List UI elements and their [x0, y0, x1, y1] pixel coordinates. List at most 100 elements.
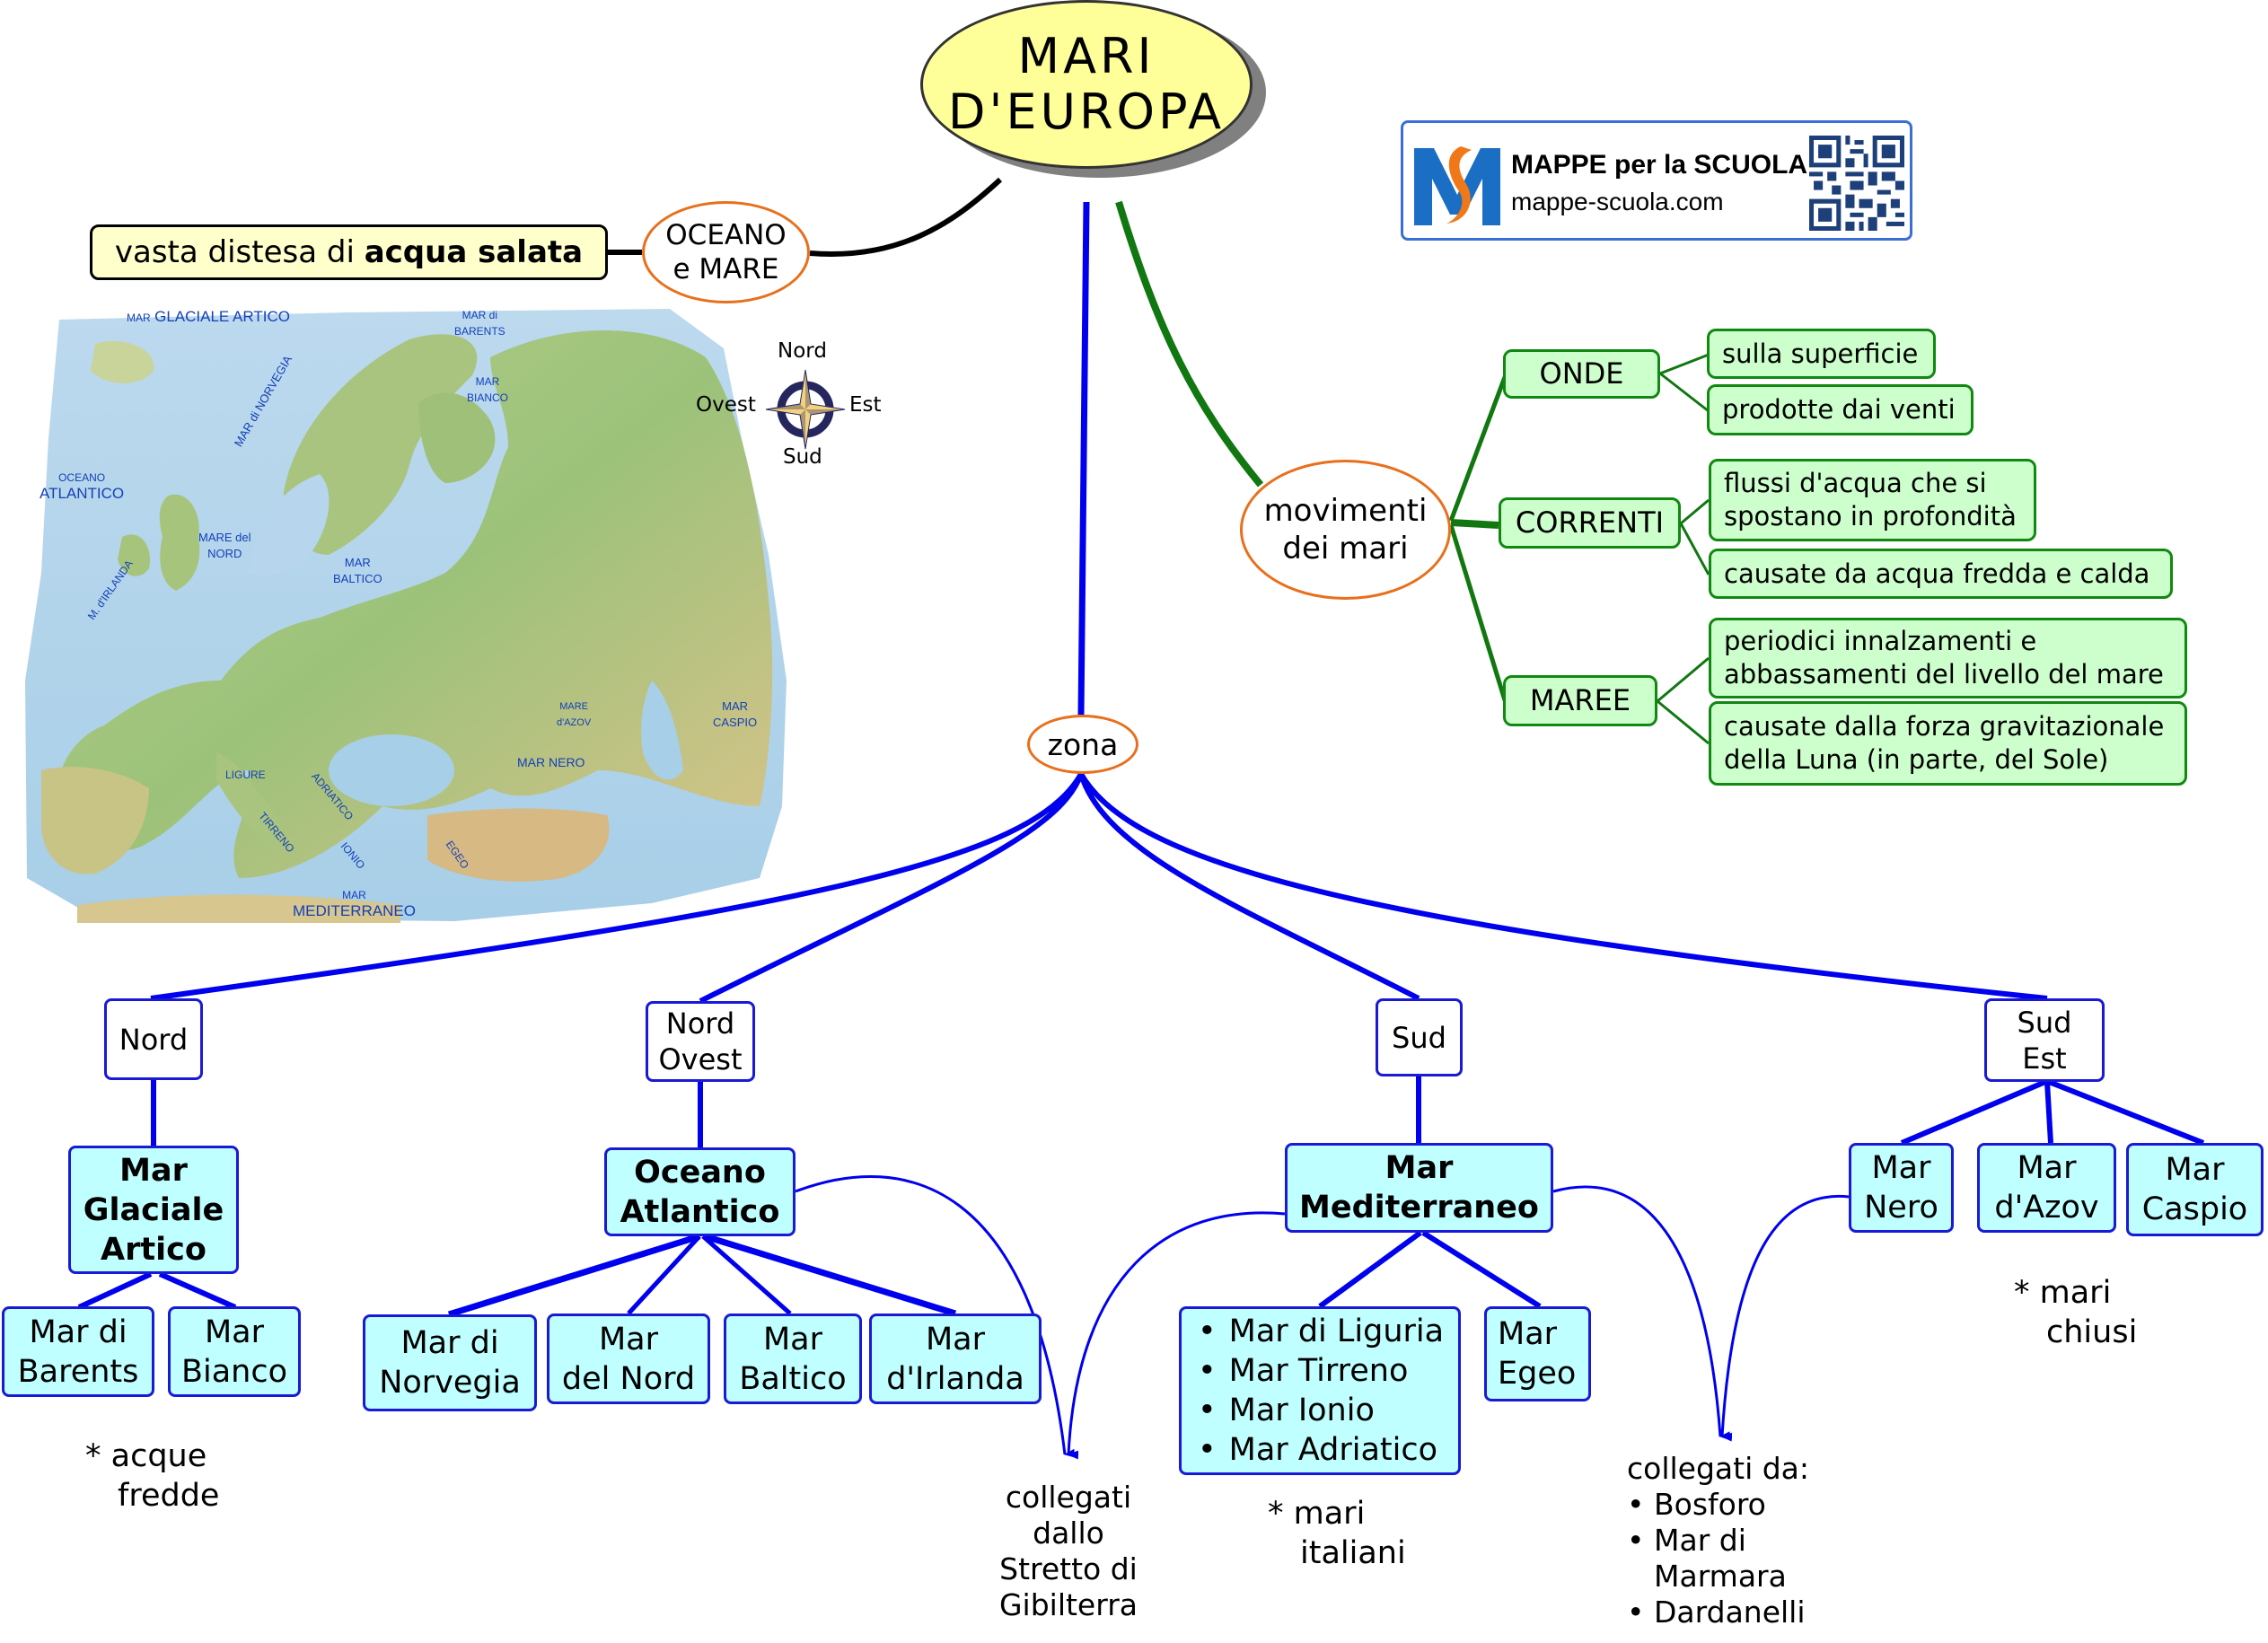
title-line-1: MARI — [1017, 28, 1156, 84]
compass-east-label: Est — [849, 393, 882, 417]
link-atlantico-nord — [627, 1234, 701, 1315]
title-line-2: D'EUROPA — [947, 83, 1226, 140]
link-movimenti-onde — [1448, 376, 1508, 522]
compass-west-label: Ovest — [696, 393, 756, 417]
link-maree-item2 — [1657, 699, 1710, 745]
logo-url[interactable]: mappe-scuola.com — [1511, 188, 1724, 215]
note-straits: collegati da: •Bosforo •Mar di Marmara •… — [1627, 1451, 1810, 1630]
onde-item-surface[interactable]: sulla superficie — [1707, 329, 1936, 379]
compass-rose-icon — [765, 369, 846, 450]
link-correnti-item1 — [1680, 498, 1710, 525]
definition-text: vasta distesa di — [114, 234, 365, 270]
map-label-ligure: LIGURE — [225, 769, 266, 781]
logo-banner[interactable]: MAPPE per la SCUOLA mappe-scuola.com — [1401, 120, 1912, 241]
italian-sea-item: Mar Ionio — [1198, 1391, 1444, 1430]
map-label-glaciale-artico: MAR GLACIALE ARTICO — [127, 308, 290, 325]
link-zona-sud — [1078, 773, 1420, 1001]
correnti-item-temperature[interactable]: causate da acqua fredda e calda — [1709, 549, 2173, 599]
link-atlantico-norvegia — [447, 1233, 701, 1318]
link-sudest-nero — [1900, 1079, 2047, 1146]
link-movimenti-maree — [1448, 524, 1508, 701]
link-movimenti-correnti — [1450, 519, 1499, 529]
zona-node[interactable]: zona — [1027, 715, 1138, 774]
correnti-node[interactable]: CORRENTI — [1499, 497, 1681, 549]
central-topic[interactable]: MARI D'EUROPA — [920, 0, 1253, 169]
movimenti-line-2: dei mari — [1282, 531, 1409, 567]
mari-italiani-node[interactable]: Mar di Liguria Mar Tirreno Mar Ionio Mar… — [1179, 1306, 1461, 1475]
link-maree-item1 — [1657, 656, 1710, 703]
arrow-nero-straits — [1720, 1194, 1850, 1442]
onde-item-wind[interactable]: prodotte dai venti — [1707, 384, 1974, 435]
link-center-movimenti — [1115, 200, 1264, 488]
italian-sea-item: Mar Adriatico — [1198, 1430, 1444, 1470]
link-center-zona — [1077, 201, 1090, 716]
definition-box[interactable]: vasta distesa di acqua salata — [90, 224, 608, 280]
movimenti-node[interactable]: movimenti dei mari — [1240, 460, 1451, 600]
link-glaciale-barents — [77, 1271, 153, 1310]
link-onde-item1 — [1659, 353, 1710, 375]
europe-map-image — [25, 309, 787, 923]
link-glaciale-bianco — [158, 1271, 237, 1310]
link-correnti-item2 — [1679, 523, 1710, 575]
compass-south-label: Sud — [783, 445, 822, 469]
strait-item: •Bosforo — [1627, 1487, 1766, 1522]
onde-node[interactable]: ONDE — [1503, 349, 1660, 399]
mappe-logo-icon — [1414, 146, 1500, 225]
direction-nord[interactable]: Nord — [104, 998, 203, 1080]
logo-title: MAPPE per la SCUOLA — [1511, 150, 1808, 180]
oceano-mare-line-1: OCEANO — [665, 219, 787, 251]
oceano-mare-line-2: e MARE — [672, 253, 779, 286]
italian-seas-list: Mar di Liguria Mar Tirreno Mar Ionio Mar… — [1198, 1312, 1444, 1470]
link-sudest-azov — [2044, 1081, 2053, 1144]
compass-north-label: Nord — [778, 339, 827, 363]
qr-code-icon — [1809, 136, 1904, 231]
link-onde-item2 — [1659, 372, 1710, 413]
straits-heading: collegati da: — [1627, 1451, 1810, 1486]
map-label-nero: MAR NERO — [517, 755, 585, 769]
link-zona-sudest — [1078, 772, 2048, 1001]
italian-sea-item: Mar Tirreno — [1198, 1351, 1444, 1391]
definition-bold: acqua salata — [364, 234, 584, 270]
link-mediterraneo-egeo — [1421, 1230, 1542, 1309]
maree-node[interactable]: MAREE — [1503, 675, 1657, 726]
oceano-mare-node[interactable]: OCEANO e MARE — [642, 201, 810, 303]
link-sudest-caspio — [2047, 1079, 2205, 1146]
direction-sud[interactable]: Sud — [1376, 998, 1463, 1076]
strait-item: •Dardanelli — [1627, 1595, 1806, 1630]
strait-item: •Mar di — [1627, 1523, 1746, 1558]
link-atlantico-irlanda — [703, 1233, 957, 1317]
link-atlantico-baltico — [701, 1234, 792, 1315]
movimenti-line-1: movimenti — [1263, 493, 1428, 529]
